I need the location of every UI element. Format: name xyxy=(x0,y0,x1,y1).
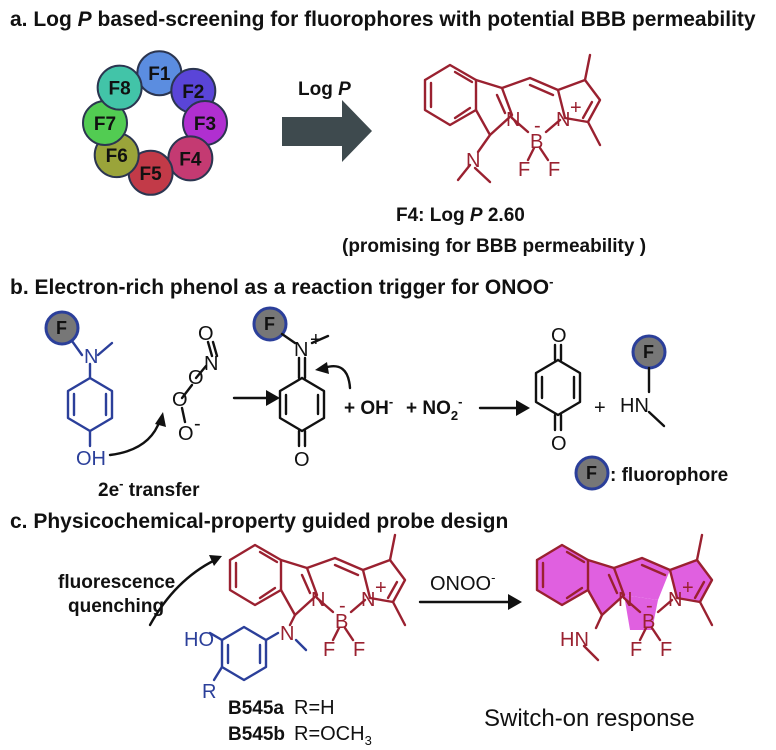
fluorophore-f5: F5 xyxy=(127,149,174,196)
probe-a-name: B545a xyxy=(228,698,284,719)
bodipy-f4-structure: N B - N + F F N xyxy=(423,53,602,184)
logp-arrow xyxy=(282,100,372,162)
fluorophore-label: F8 xyxy=(109,79,131,100)
fluorophore-f3: F3 xyxy=(182,100,228,146)
switched-on-product: N B - N + F F HN xyxy=(535,533,714,662)
fluorophore-f8: F8 xyxy=(96,64,143,111)
switch-on-label: Switch-on response xyxy=(484,705,695,732)
peroxynitrite xyxy=(180,340,219,424)
atom-n: N xyxy=(204,353,218,375)
f-badge: F xyxy=(264,314,275,334)
electron-transfer-arrow xyxy=(108,418,162,457)
probe-phenol xyxy=(208,625,308,682)
fluorophore-f4: F4 xyxy=(167,135,214,182)
charge-minus: - xyxy=(534,115,541,137)
probe-r-group: R xyxy=(202,681,216,703)
atom-f: F xyxy=(548,159,560,181)
atom-o: O xyxy=(294,449,310,471)
atom-f: F xyxy=(518,159,530,181)
phenol-reactant: F N OH xyxy=(44,310,114,470)
hydroxide-label: + OH- xyxy=(344,394,393,419)
f-badge: F xyxy=(56,318,67,338)
atom-o: O xyxy=(172,389,188,411)
atom-n: N xyxy=(311,589,325,611)
benzoquinone: O O xyxy=(534,325,582,455)
fluorophore-legend-icon xyxy=(574,455,610,491)
amine-product: F xyxy=(631,334,667,428)
logp-label: Log P xyxy=(298,79,351,100)
fluorophore-label: F1 xyxy=(148,64,171,85)
charge-plus: + xyxy=(570,97,582,119)
atom-o: O xyxy=(188,367,204,389)
atom-o: O xyxy=(551,325,567,347)
probe-a-substituent: R=H xyxy=(294,697,335,719)
f4-bbb-note: (promising for BBB permeability ) xyxy=(342,236,646,257)
atom-n: N xyxy=(506,109,520,131)
panel-b-heading: b. Electron-rich phenol as a reaction tr… xyxy=(10,274,553,299)
atom-o: O xyxy=(178,423,194,445)
nitrite-label: + NO2- xyxy=(406,394,462,423)
fluorophore-legend: : fluorophore xyxy=(610,465,728,486)
probe-b-name: B545b xyxy=(228,724,285,745)
atom-n: N xyxy=(618,589,632,611)
atom-n: N xyxy=(668,589,682,611)
probe-hydroxyl: HO xyxy=(184,629,214,651)
charge-plus: + xyxy=(682,577,694,599)
charge-plus: + xyxy=(375,577,387,599)
quench-label-1: fluorescence xyxy=(58,572,175,593)
f-badge: F xyxy=(643,342,654,362)
atom-f: F xyxy=(353,639,365,661)
fluorophore-label: F6 xyxy=(106,146,128,167)
product-amine: HN xyxy=(560,629,589,651)
atom-o: O xyxy=(551,433,567,455)
charge-plus: + xyxy=(310,329,322,351)
plus-sign: + xyxy=(594,397,606,419)
charge-minus: - xyxy=(646,595,653,617)
amine-label: HN xyxy=(620,395,649,417)
probe-b-substituent: R=OCH3 xyxy=(294,723,372,748)
fluorophore-label: F7 xyxy=(94,114,116,135)
atom-f: F xyxy=(660,639,672,661)
atom-b: B xyxy=(335,611,348,633)
fluorophore-label: F3 xyxy=(194,114,216,135)
electron-transfer-label: 2e- transfer xyxy=(98,476,200,501)
fluorophore-label: F5 xyxy=(140,164,163,185)
atom-n: N xyxy=(361,589,375,611)
atom-f: F xyxy=(323,639,335,661)
hydroxyl-label: OH xyxy=(76,448,106,470)
quench-label-2: quenching xyxy=(68,596,164,617)
quinone-imine: F N + O xyxy=(252,306,330,471)
atom-b: B xyxy=(642,611,655,633)
fluorophore-circle xyxy=(96,64,143,111)
atom-n: N xyxy=(294,339,308,361)
atom-n: N xyxy=(466,150,480,172)
charge-minus: - xyxy=(194,413,201,435)
atom-o: O xyxy=(198,323,214,345)
fluorophore-label: F4 xyxy=(179,149,202,170)
atom-b: B xyxy=(530,131,543,153)
charge-minus: - xyxy=(339,595,346,617)
probe-bodipy xyxy=(228,533,407,642)
panel-a-heading: a. Log P based-screening for fluorophore… xyxy=(10,8,756,31)
atom-n: N xyxy=(280,623,294,645)
f4-logp-text: F4: Log P 2.60 xyxy=(396,205,525,226)
atom-n: N xyxy=(84,346,98,368)
fluorophore-label: F2 xyxy=(182,82,204,103)
atom-n: N xyxy=(556,109,570,131)
f-badge: F xyxy=(586,463,597,483)
atom-f: F xyxy=(630,639,642,661)
panel-c-heading: c. Physicochemical-property guided probe… xyxy=(10,510,508,533)
quenching-arrow xyxy=(148,558,217,627)
onoo-reagent: ONOO- xyxy=(430,570,495,595)
